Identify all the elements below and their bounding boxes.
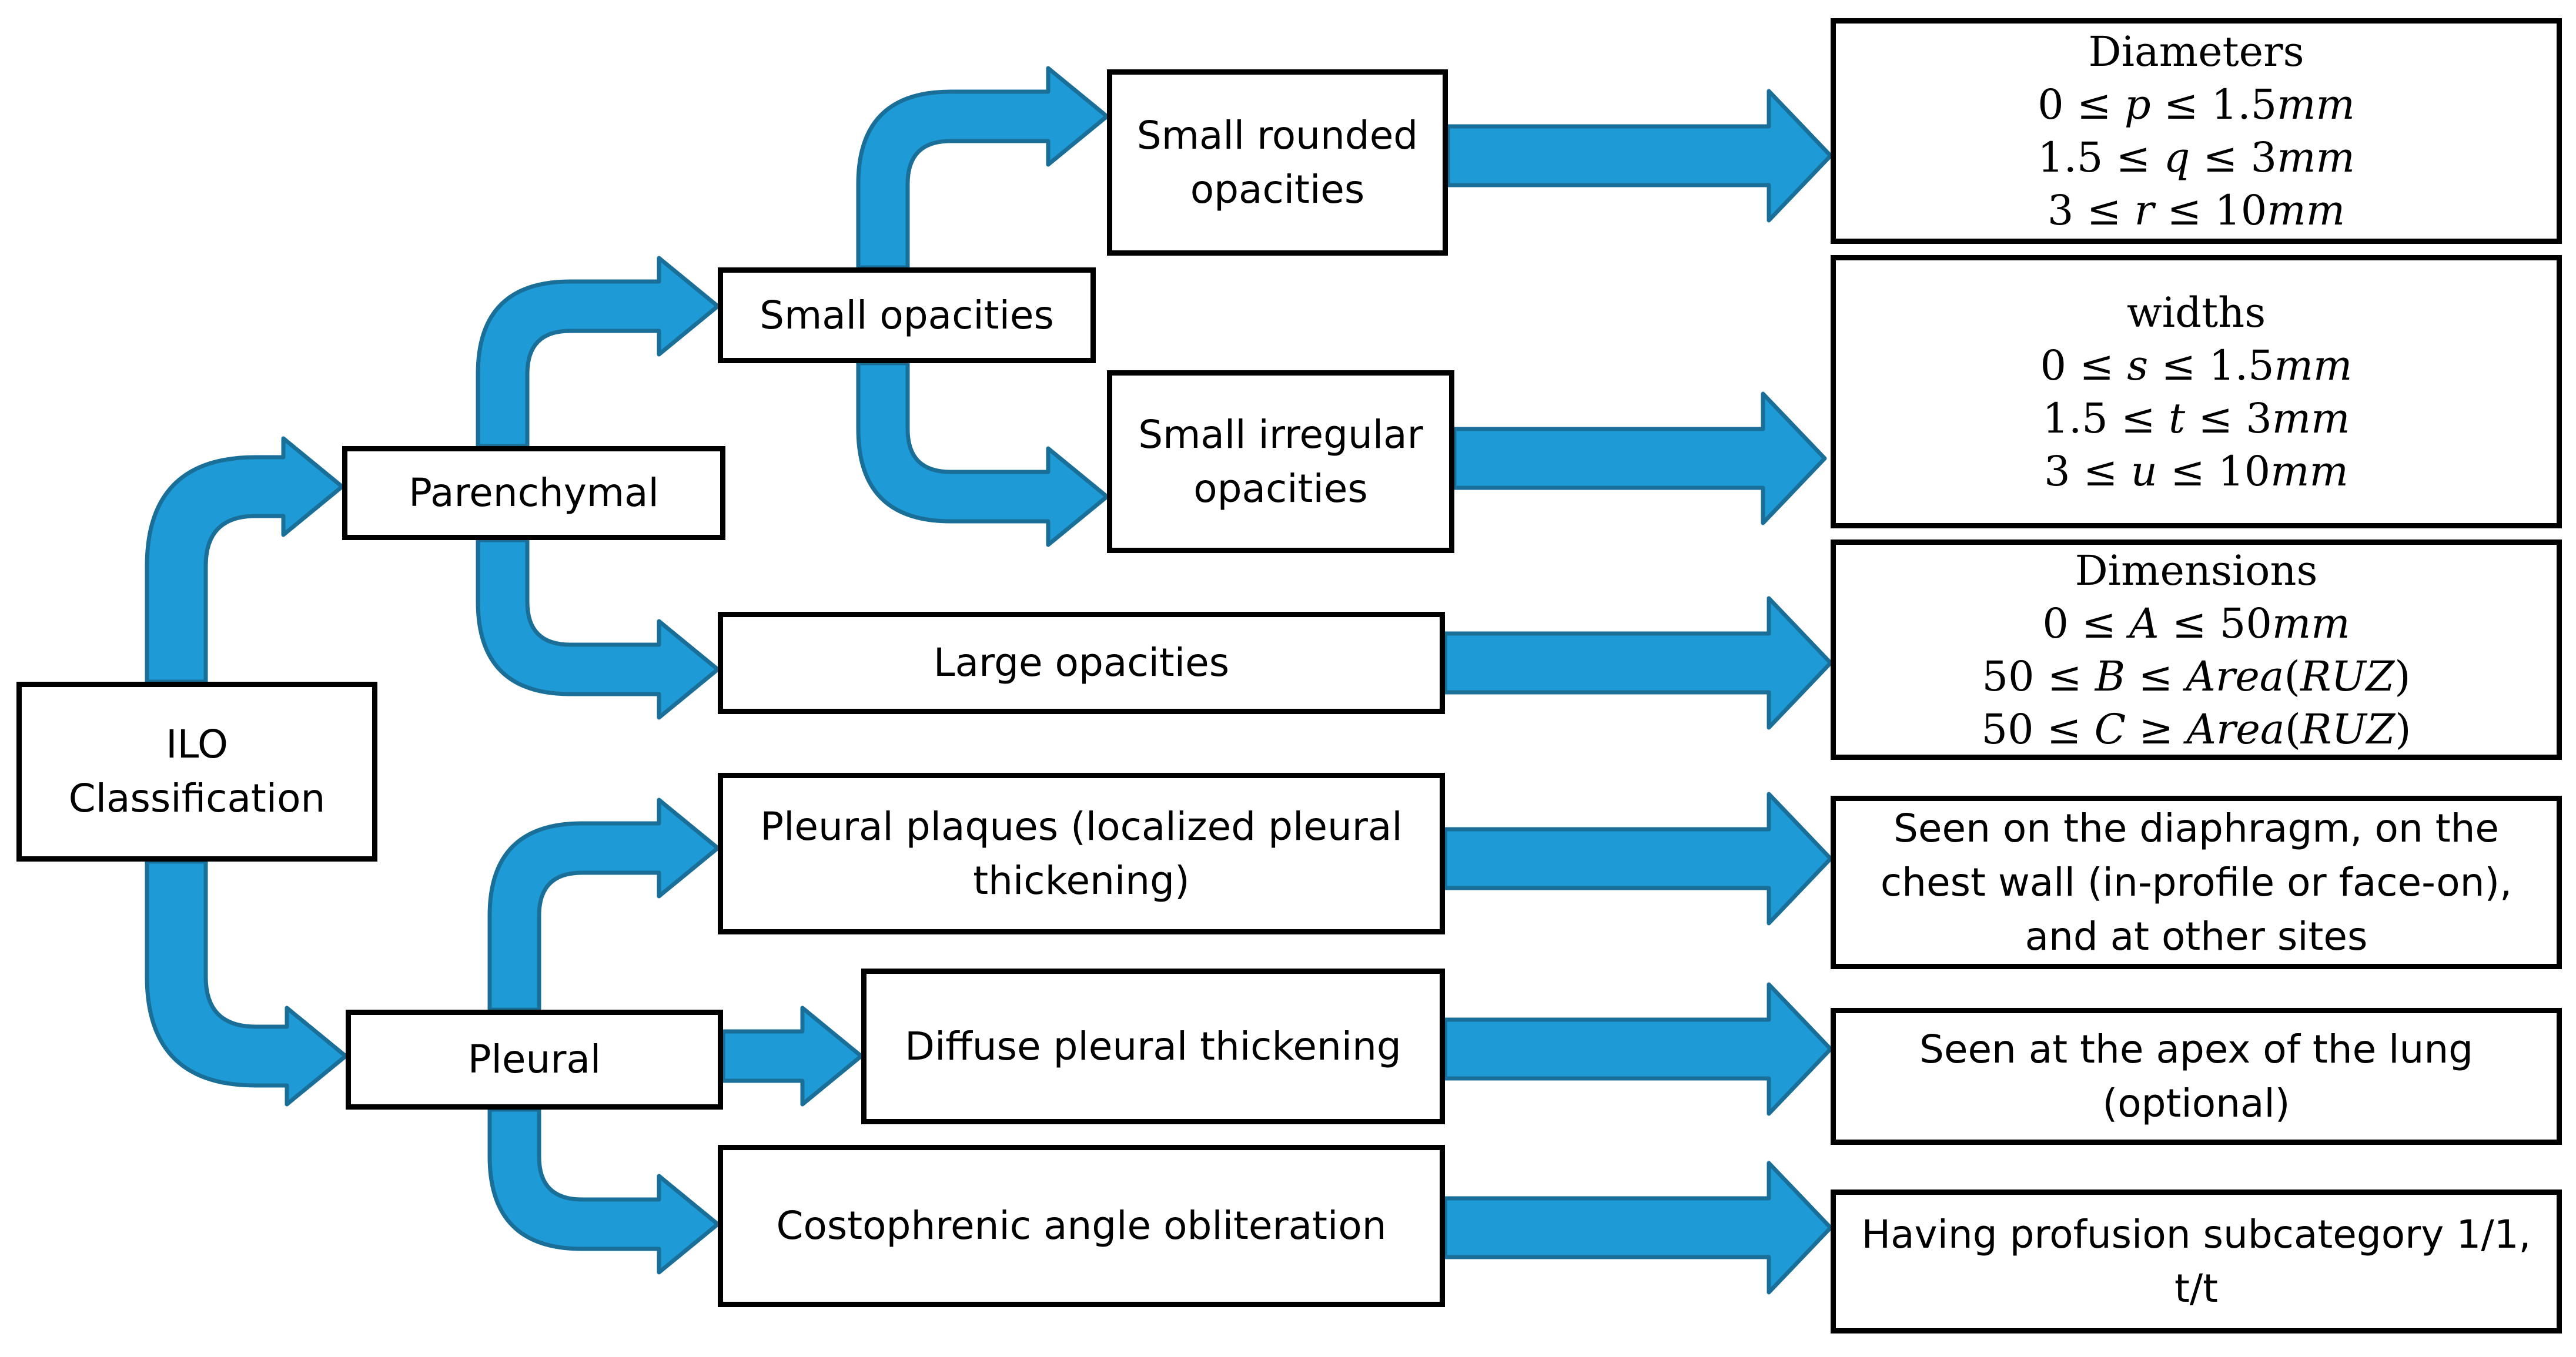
arrow-diffuse-to-apex <box>1443 982 1833 1116</box>
arrow-pleural-to-diffuse <box>721 1006 864 1107</box>
node-line: t/t <box>2174 1265 2218 1311</box>
node-ilo-classification: ILO Classification <box>16 682 377 862</box>
node-line: Small rounded <box>1136 112 1419 158</box>
connector-arrows <box>145 66 1833 1295</box>
node-line: Large opacities <box>933 640 1230 685</box>
node-line: chest wall (in-profile or face-on), <box>1880 859 2513 905</box>
arrow-parenchymal-to-large <box>476 538 720 720</box>
arrow-irregular-to-widths <box>1452 391 1827 525</box>
formula-line: 50 ≤ B ≤ Area(RUZ) <box>1982 652 2411 701</box>
arrow-small-to-rounded <box>856 66 1109 270</box>
node-line: and at other sites <box>2025 913 2368 959</box>
node-line: Seen at the apex of the lung <box>1919 1026 2474 1072</box>
node-parenchymal: Parenchymal <box>342 446 725 540</box>
formula-line: 1.5 ≤ q ≤ 3mm <box>2038 133 2355 182</box>
arrow-ilo-to-parenchymal <box>145 436 344 684</box>
formula-line: 50 ≤ C ≥ Area(RUZ) <box>1981 705 2411 753</box>
detail-having-profusion: Having profusion subcategory 1/1, t/t <box>1831 1190 2562 1333</box>
arrow-costophrenic-to-profusion <box>1443 1161 1833 1295</box>
arrow-rounded-to-diameters <box>1446 89 1833 223</box>
node-line: Small opacities <box>760 292 1054 338</box>
node-line: Pleural plaques (localized pleural <box>760 803 1403 849</box>
node-line: thickening) <box>973 857 1190 903</box>
node-line: ILO <box>166 722 228 767</box>
node-line: (optional) <box>2102 1080 2290 1126</box>
node-line: Costophrenic angle obliteration <box>776 1203 1387 1248</box>
node-line: Classification <box>68 776 326 821</box>
formula-line: 0 ≤ s ≤ 1.5mm <box>2040 341 2353 390</box>
formula-line: 0 ≤ A ≤ 50mm <box>2042 599 2350 648</box>
arrow-parenchymal-to-small <box>476 256 720 448</box>
arrow-pleural-to-costophrenic <box>487 1107 720 1275</box>
detail-seen-on-diaphragm: Seen on the diaphragm, on the chest wall… <box>1831 796 2562 969</box>
detail-title: Diameters <box>2088 28 2304 76</box>
node-line: Having profusion subcategory 1/1, <box>1861 1211 2531 1257</box>
node-small-opacities: Small opacities <box>718 267 1096 363</box>
formula-line: 3 ≤ r ≤ 10mm <box>2047 186 2346 234</box>
detail-dimensions: Dimensions 0 ≤ A ≤ 50mm 50 ≤ B ≤ Area(RU… <box>1831 540 2562 760</box>
node-small-rounded-opacities: Small rounded opacities <box>1107 69 1448 256</box>
formula-line: 3 ≤ u ≤ 10mm <box>2044 447 2348 495</box>
node-line: Diffuse pleural thickening <box>905 1023 1401 1069</box>
arrow-pleural-to-plaques <box>487 798 720 1012</box>
detail-widths: widths 0 ≤ s ≤ 1.5mm 1.5 ≤ t ≤ 3mm 3 ≤ u… <box>1831 255 2562 528</box>
node-large-opacities: Large opacities <box>718 612 1445 714</box>
arrow-small-to-irregular <box>856 361 1109 547</box>
arrow-ilo-to-pleural <box>145 859 348 1107</box>
node-line: Seen on the diaphragm, on the <box>1893 805 2500 851</box>
detail-seen-at-apex: Seen at the apex of the lung (optional) <box>1831 1008 2562 1145</box>
formula-line: 0 ≤ p ≤ 1.5mm <box>2038 81 2355 129</box>
detail-diameters: Diameters 0 ≤ p ≤ 1.5mm 1.5 ≤ q ≤ 3mm 3 … <box>1831 18 2562 244</box>
node-costophrenic-angle-obliteration: Costophrenic angle obliteration <box>718 1145 1445 1307</box>
node-line: opacities <box>1193 465 1368 511</box>
detail-title: widths <box>2126 288 2266 337</box>
detail-title: Dimensions <box>2075 546 2318 595</box>
node-line: Parenchymal <box>409 470 659 515</box>
node-pleural-plaques: Pleural plaques (localized pleural thick… <box>718 773 1445 934</box>
node-line: Small irregular <box>1138 411 1423 457</box>
node-small-irregular-opacities: Small irregular opacities <box>1107 370 1454 553</box>
node-pleural: Pleural <box>346 1010 723 1110</box>
arrow-plaques-to-diaphragm <box>1443 792 1833 926</box>
node-line: Pleural <box>467 1037 601 1082</box>
node-diffuse-pleural-thickening: Diffuse pleural thickening <box>861 969 1445 1124</box>
formula-line: 1.5 ≤ t ≤ 3mm <box>2042 394 2350 443</box>
node-line: opacities <box>1190 166 1365 212</box>
arrow-large-to-dimensions <box>1443 596 1833 730</box>
